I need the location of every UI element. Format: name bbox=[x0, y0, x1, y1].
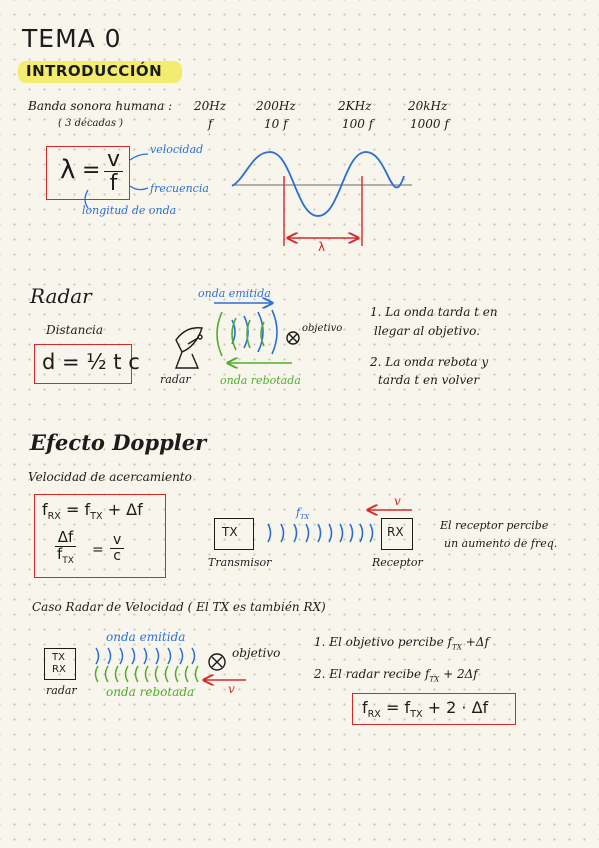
freq-20hz: 20Hz bbox=[194, 99, 227, 113]
c-den: c bbox=[113, 547, 121, 564]
distance-formula: d = ½ t c bbox=[42, 350, 140, 374]
frequency-leader bbox=[129, 185, 149, 191]
formula-numerator: v bbox=[104, 148, 124, 173]
v-over-c-fraction: v c bbox=[110, 533, 125, 564]
mult-f: f bbox=[208, 117, 213, 131]
velocity-leader bbox=[129, 153, 149, 161]
f-rx-symbol: f bbox=[42, 500, 48, 519]
plus-delta-f: + Δf bbox=[107, 500, 143, 519]
delta-fraction: Δf fTX bbox=[54, 529, 77, 566]
transmitter-box-label: TX bbox=[222, 525, 238, 539]
lambda-mark: λ bbox=[318, 240, 326, 254]
doppler-formula-box bbox=[34, 494, 166, 578]
speed-target-icon bbox=[208, 653, 226, 671]
radar-emitted-waves bbox=[231, 309, 278, 355]
radar-speed-label: radar bbox=[46, 684, 77, 697]
page-title: TEMA 0 bbox=[22, 24, 122, 53]
speed-bounced-waves bbox=[94, 665, 199, 683]
radar-emitted-label: onda emitida bbox=[198, 287, 271, 300]
doppler-heading: Efecto Doppler bbox=[30, 430, 207, 455]
mult-1000f: 1000 f bbox=[410, 117, 449, 131]
radar-note-2: llegar al objetivo. bbox=[374, 324, 480, 338]
wavelength-label: longitud de onda bbox=[82, 204, 177, 217]
f-tx-symbol: f bbox=[84, 500, 91, 519]
formula-equals: = bbox=[82, 158, 101, 183]
speed-emitted-waves bbox=[95, 647, 196, 665]
radar-dish-icon bbox=[174, 327, 203, 369]
velocity-label: velocidad bbox=[150, 143, 204, 156]
sine-wave bbox=[231, 151, 405, 217]
speed-target-v-label: v bbox=[228, 682, 235, 696]
radar-note-3: 2. La onda rebota y bbox=[370, 355, 489, 369]
radar-speed-box bbox=[44, 648, 76, 680]
receptor-velocity-label: v bbox=[394, 494, 401, 508]
final-formula-box bbox=[352, 693, 516, 725]
v-num: v bbox=[110, 533, 125, 549]
receiver-box bbox=[381, 518, 413, 550]
doppler-waves bbox=[267, 523, 374, 543]
sound-band-label: Banda sonora humana : bbox=[28, 99, 173, 113]
radar-note-4: tarda t en volver bbox=[378, 373, 480, 387]
radar-speed-box-rx: RX bbox=[52, 664, 66, 675]
formula-denominator: f bbox=[109, 171, 118, 197]
final-formula: fRX = fTX + 2 · Δf bbox=[362, 698, 489, 721]
f-rx-sub: RX bbox=[47, 511, 61, 523]
doppler-formula-1: fRX = fTX + Δf bbox=[42, 500, 143, 522]
freq-2khz: 2KHz bbox=[338, 99, 372, 113]
radar-speed-box-tx: TX bbox=[52, 652, 65, 663]
speed-target-label: objetivo bbox=[232, 646, 281, 660]
f-tx-sub: TX bbox=[90, 511, 103, 523]
transmitter-name: Transmisor bbox=[208, 556, 272, 569]
radar-label: radar bbox=[160, 373, 191, 386]
subtitle-highlight bbox=[18, 61, 182, 83]
frequency-label: frecuencia bbox=[150, 182, 209, 195]
receptor-note-1: El receptor percibe bbox=[440, 519, 549, 532]
equals-2: = bbox=[92, 542, 104, 558]
distance-formula-box bbox=[34, 344, 132, 384]
formula-fraction: v f bbox=[104, 148, 124, 197]
delta-f-num: Δf bbox=[54, 529, 77, 547]
mult-10f: 10 f bbox=[264, 117, 288, 131]
radar-note-1: 1. La onda tarda t en bbox=[370, 305, 498, 319]
radar-bounced-label: onda rebotada bbox=[220, 374, 301, 387]
radar-bounced-waves bbox=[216, 311, 265, 357]
radar-target-label: objetivo bbox=[302, 323, 343, 334]
distance-label: Distancia bbox=[46, 323, 104, 337]
formula-lambda: λ bbox=[60, 155, 76, 185]
approach-label: Velocidad de acercamiento bbox=[28, 470, 192, 484]
page-subtitle: INTRODUCCIÓN bbox=[26, 62, 163, 80]
mult-100f: 100 f bbox=[342, 117, 374, 131]
speed-note-1: 1. El objetivo percibe fTX +Δf bbox=[314, 635, 489, 652]
speed-emitted-label: onda emitida bbox=[106, 630, 186, 644]
sound-octaves: ( 3 décadas ) bbox=[58, 118, 124, 129]
f-tx-wave-label: fTX bbox=[296, 506, 310, 522]
freq-20khz: 20kHz bbox=[408, 99, 448, 113]
wavelength-formula-box bbox=[46, 146, 130, 200]
equals-1: = bbox=[65, 500, 80, 519]
transmitter-box bbox=[214, 518, 254, 550]
receptor-note-2: un aumento de freq. bbox=[444, 537, 558, 550]
receiver-box-label: RX bbox=[387, 525, 404, 539]
radar-heading: Radar bbox=[30, 284, 92, 308]
speed-note-2: 2. El radar recibe fTX + 2Δf bbox=[314, 667, 478, 684]
receptor-name: Receptor bbox=[372, 556, 423, 569]
delta-f-den: fTX bbox=[57, 544, 74, 566]
target-icon bbox=[286, 331, 300, 345]
freq-200hz: 200Hz bbox=[256, 99, 296, 113]
speed-bounced-label: onda rebotada bbox=[106, 685, 195, 699]
radar-speed-heading: Caso Radar de Velocidad ( El TX es tambi… bbox=[32, 600, 326, 614]
